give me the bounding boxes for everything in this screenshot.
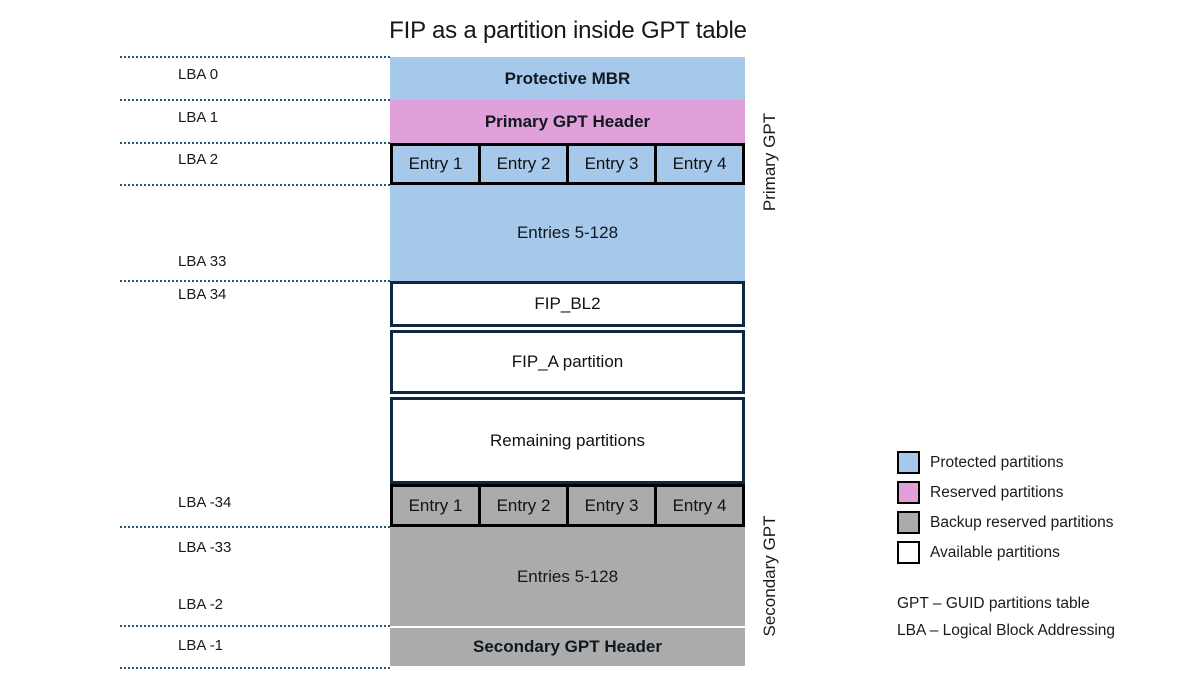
lba-label-1: LBA 1 — [178, 109, 219, 126]
lba-label-33: LBA 33 — [178, 253, 227, 270]
dotted-line — [120, 526, 390, 528]
dotted-line — [120, 280, 390, 282]
legend-item-reserved: Reserved partitions — [897, 481, 1177, 504]
legend-swatch-protected — [897, 451, 920, 474]
block-protective-mbr: Protective MBR — [390, 57, 745, 100]
lba-label-34: LBA 34 — [178, 286, 227, 303]
block-remaining-partitions: Remaining partitions — [390, 397, 745, 484]
lba-label-0: LBA 0 — [178, 66, 219, 83]
entry-cell-secondary-2: Entry 2 — [478, 487, 566, 524]
block-fip-a-partition: FIP_A partition — [390, 330, 745, 394]
legend-label-backup-reserved: Backup reserved partitions — [930, 513, 1114, 531]
dotted-line — [120, 142, 390, 144]
block-primary-gpt-header: Primary GPT Header — [390, 100, 745, 143]
entry-row-secondary: Entry 1 Entry 2 Entry 3 Entry 4 — [390, 484, 745, 527]
entry-cell-primary-1: Entry 1 — [408, 154, 463, 173]
entry-row-primary: Entry 1 Entry 2 Entry 3 Entry 4 — [390, 143, 745, 185]
block-fip-bl2: FIP_BL2 — [390, 281, 745, 327]
legend-item-backup-reserved: Backup reserved partitions — [897, 511, 1177, 534]
legend-item-available: Available partitions — [897, 541, 1177, 564]
abbreviation-gpt: GPT – GUID partitions table — [897, 595, 1090, 612]
abbreviation-lba: LBA – Logical Block Addressing — [897, 622, 1115, 639]
secondary-gpt-side-label: Secondary GPT — [760, 515, 779, 637]
block-secondary-gpt-header: Secondary GPT Header — [390, 628, 745, 666]
legend-label-reserved: Reserved partitions — [930, 483, 1064, 501]
block-entries-5-128-primary: Entries 5-128 — [390, 185, 745, 281]
dotted-line — [120, 667, 390, 669]
lba-label-2: LBA 2 — [178, 151, 219, 168]
dotted-line — [120, 56, 390, 58]
legend-swatch-backup-reserved — [897, 511, 920, 534]
entry-cell-primary-3: Entry 3 — [566, 146, 654, 182]
legend: Protected partitions Reserved partitions… — [897, 451, 1177, 640]
lba-label-neg2: LBA -2 — [178, 596, 224, 613]
lba-label-neg34: LBA -34 — [178, 494, 232, 511]
legend-item-protected: Protected partitions — [897, 451, 1177, 474]
dotted-line — [120, 184, 390, 186]
entry-cell-secondary-1: Entry 1 — [408, 495, 463, 515]
legend-label-protected: Protected partitions — [930, 453, 1064, 471]
entry-cell-secondary-3: Entry 3 — [566, 487, 654, 524]
legend-label-available: Available partitions — [930, 543, 1060, 561]
dotted-line — [120, 625, 390, 627]
entry-cell-primary-4: Entry 4 — [654, 146, 742, 182]
entry-cell-secondary-4: Entry 4 — [654, 487, 742, 524]
diagram-title: FIP as a partition inside GPT table — [389, 17, 747, 44]
lba-label-neg1: LBA -1 — [178, 637, 224, 654]
block-entries-5-128-secondary: Entries 5-128 — [390, 527, 745, 626]
entry-cell-primary-2: Entry 2 — [478, 146, 566, 182]
dotted-line — [120, 99, 390, 101]
primary-gpt-side-label: Primary GPT — [760, 112, 779, 212]
lba-label-neg33: LBA -33 — [178, 539, 232, 556]
legend-swatch-available — [897, 541, 920, 564]
legend-swatch-reserved — [897, 481, 920, 504]
